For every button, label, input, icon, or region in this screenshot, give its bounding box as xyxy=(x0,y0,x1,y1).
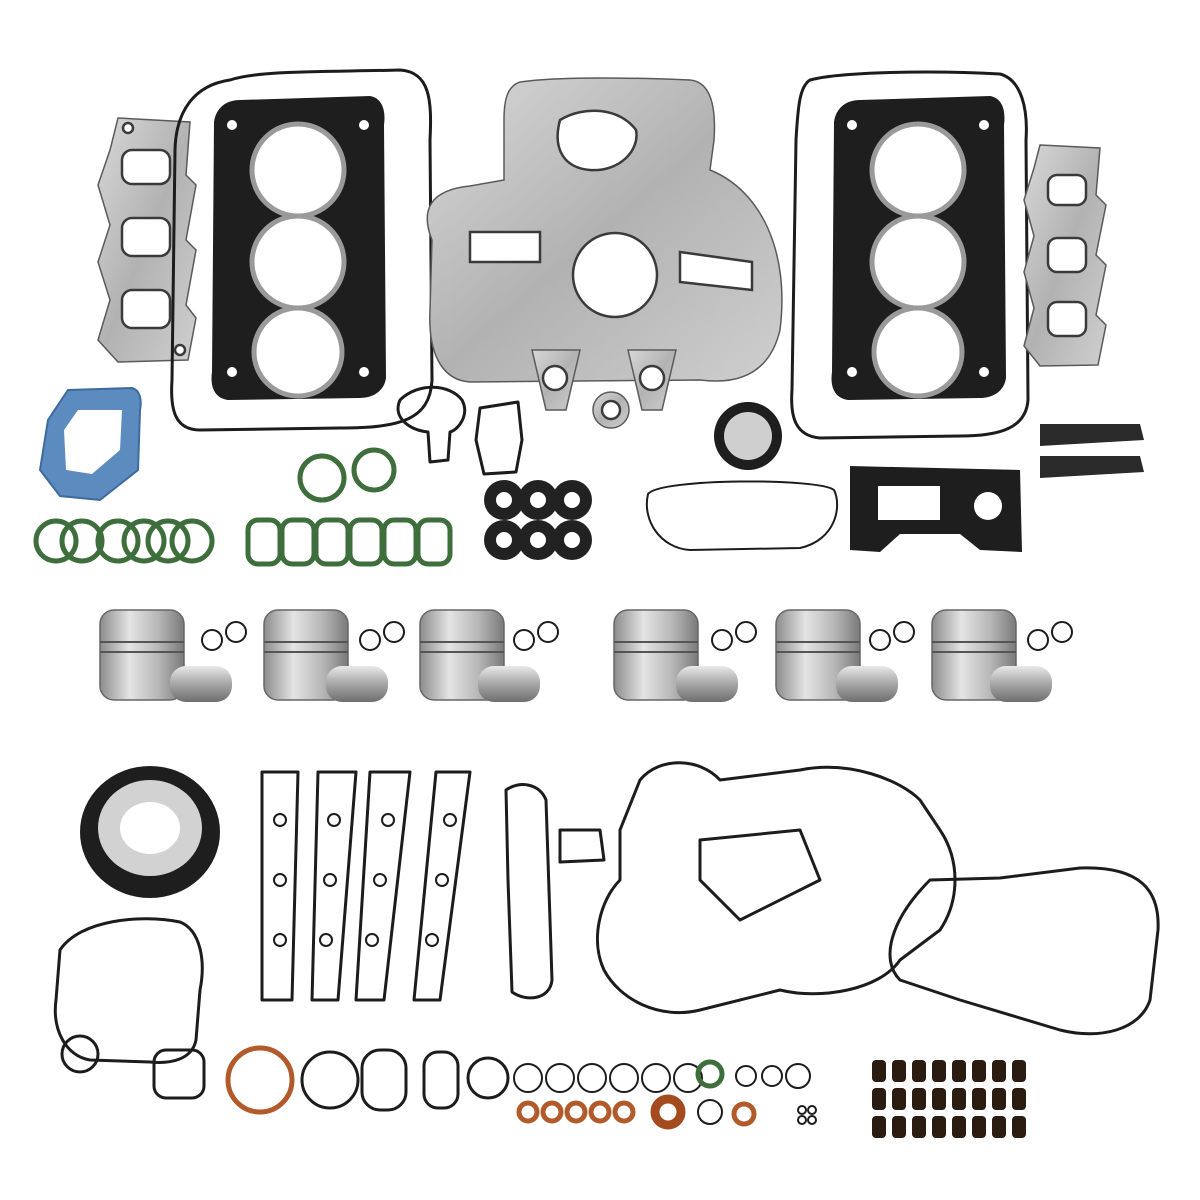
piston-2 xyxy=(263,609,405,702)
oil-pan-outline-gasket xyxy=(888,866,1160,1036)
small-gasket-2 xyxy=(1040,456,1144,478)
valve-cover-gasket-left xyxy=(170,68,434,432)
small-orings xyxy=(513,1063,703,1093)
rail-gaskets xyxy=(260,770,472,1002)
camshaft-seals xyxy=(484,480,592,560)
green-oring-small xyxy=(695,1059,725,1089)
piston-6 xyxy=(931,609,1073,702)
green-oring-1 xyxy=(297,453,347,503)
oring-2 xyxy=(360,1048,408,1112)
timing-chain-cover-gasket xyxy=(53,917,204,1064)
piston-5 xyxy=(775,609,915,702)
crank-seal-small xyxy=(714,402,782,470)
thermostat-gasket xyxy=(474,400,524,476)
piston-1 xyxy=(99,609,247,702)
misc-oring-4 xyxy=(785,1063,811,1089)
head-gasket-right xyxy=(831,96,1006,400)
intake-port-seals xyxy=(245,517,453,567)
misc-oring-1 xyxy=(697,1099,723,1125)
oil-pan-gasket-large xyxy=(596,761,957,1015)
oil-cooler-gasket xyxy=(504,783,554,1000)
intake-rings xyxy=(33,518,215,564)
exhaust-manifold-gasket-right xyxy=(1023,144,1107,367)
green-oring-2 xyxy=(351,447,397,493)
valve-cover-gasket-right xyxy=(790,70,1030,440)
oil-filter-gasket xyxy=(396,385,467,464)
misc-copper-1 xyxy=(731,1101,757,1127)
misc-oring-2 xyxy=(735,1065,757,1087)
tiny-orings xyxy=(797,1105,817,1125)
oil-pan-oval-gasket xyxy=(645,480,838,552)
egr-plate-gasket xyxy=(850,466,1022,552)
oring-3 xyxy=(422,1050,460,1110)
piston-3 xyxy=(419,609,559,702)
piston-4 xyxy=(613,609,757,702)
copper-washers xyxy=(516,1094,686,1130)
timing-cover-gasket xyxy=(426,77,783,383)
rear-main-seal xyxy=(80,766,220,898)
pistons-row xyxy=(99,609,1073,702)
copper-oring-large xyxy=(225,1045,295,1115)
oring-1 xyxy=(300,1050,360,1110)
small-gasket-1 xyxy=(1040,424,1144,446)
misc-oring-3 xyxy=(761,1065,783,1087)
oring-4 xyxy=(466,1056,510,1100)
valve-stem-seals xyxy=(872,1060,1026,1138)
head-gasket-left xyxy=(211,96,386,400)
exhaust-manifold-gasket-left xyxy=(97,117,197,363)
